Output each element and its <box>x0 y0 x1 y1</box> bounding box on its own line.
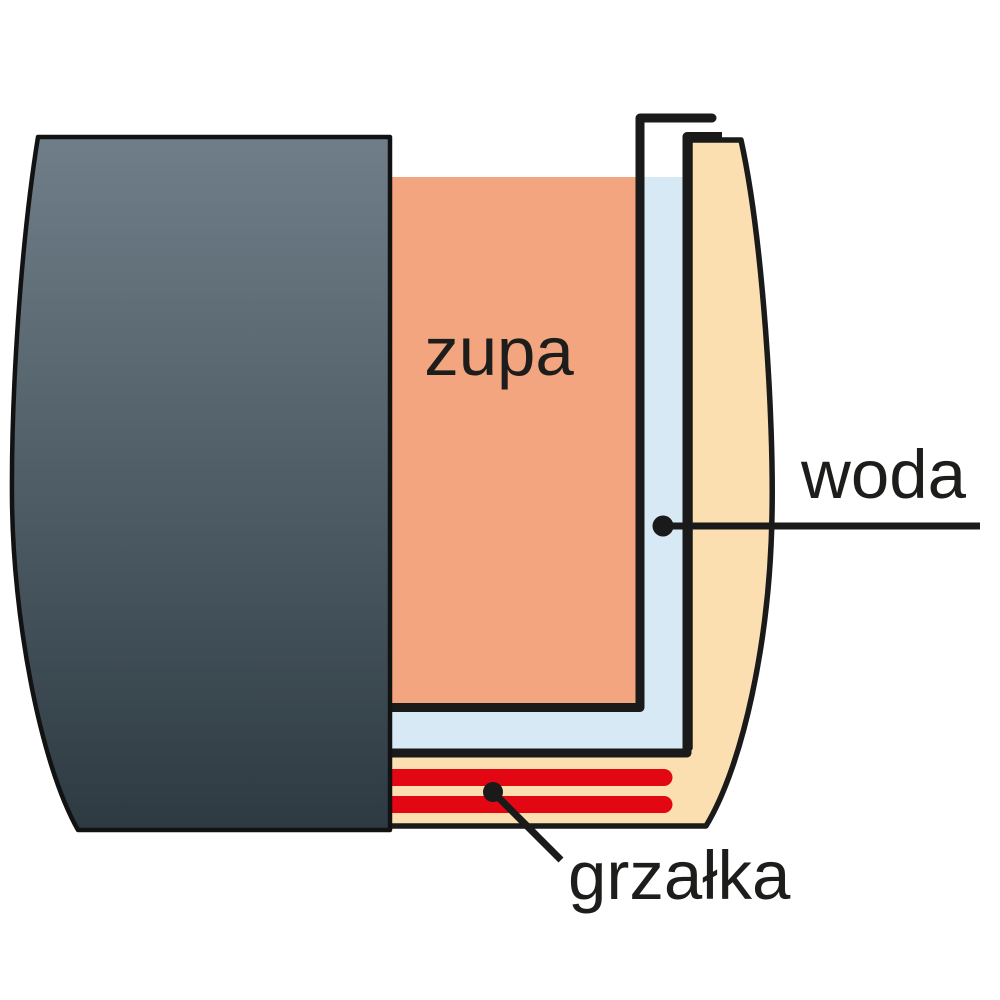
soup-label: zupa <box>424 313 574 390</box>
heater-pointer-dot <box>483 782 503 802</box>
front-pot-body <box>9 134 393 833</box>
inner-pot-outline <box>295 113 717 712</box>
water-layer <box>300 177 687 750</box>
heater-label: grzałka <box>568 837 791 914</box>
heater-pointer-line <box>490 789 564 863</box>
water-label: woda <box>800 436 967 513</box>
outer-pot-outline <box>300 132 722 758</box>
water-pointer-dot <box>652 515 674 537</box>
